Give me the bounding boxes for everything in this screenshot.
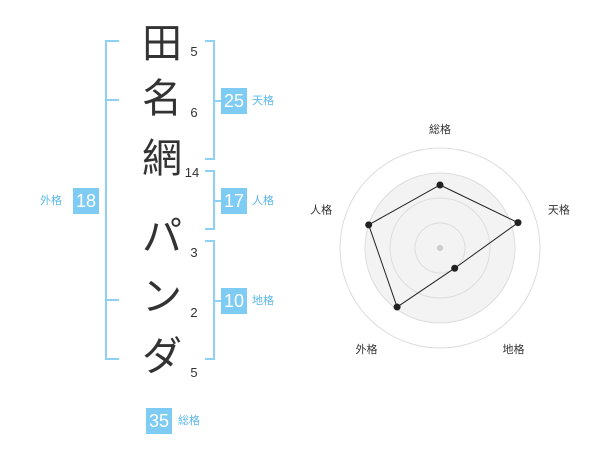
given-char-2: ン bbox=[142, 274, 182, 320]
radar-axis-label-3: 地格 bbox=[502, 342, 524, 356]
radar-center-dot bbox=[437, 245, 443, 251]
given-char-3: ダ bbox=[142, 334, 182, 380]
outer-bracket-bottom bbox=[105, 358, 119, 360]
radar-axis-label-1: 総格 bbox=[429, 122, 451, 136]
jinkaku-bracket-bottom bbox=[205, 228, 215, 230]
given-strokes-1: 3 bbox=[190, 245, 198, 260]
radar-ring bbox=[414, 222, 466, 274]
surname-strokes-2: 6 bbox=[190, 105, 198, 120]
tenkaku-badge: 25 bbox=[221, 88, 247, 114]
radar-point-4 bbox=[393, 303, 401, 311]
tenkaku-bracket-top bbox=[205, 40, 215, 42]
jinkaku-label: 人格 bbox=[252, 194, 274, 207]
gaikaku-badge: 18 bbox=[73, 188, 99, 214]
surname-char-1: 田 bbox=[142, 21, 182, 67]
outer-bracket-top bbox=[105, 40, 119, 42]
chikaku-badge: 10 bbox=[221, 288, 247, 314]
chikaku-bracket-connector bbox=[213, 300, 221, 302]
jinkaku-badge: 17 bbox=[221, 188, 247, 214]
surname-strokes-3: 14 bbox=[184, 165, 200, 180]
radar-point-2 bbox=[514, 219, 522, 227]
chikaku-label: 地格 bbox=[252, 294, 274, 307]
chikaku-bracket-top bbox=[205, 240, 215, 242]
radar-axis-label-4: 外格 bbox=[356, 342, 378, 356]
gaikaku-label: 外格 bbox=[40, 194, 62, 207]
radar-point-1 bbox=[436, 181, 444, 189]
surname-strokes-1: 5 bbox=[190, 44, 198, 59]
chikaku-bracket-bottom bbox=[205, 358, 215, 360]
radar-axis-label-5: 人格 bbox=[310, 202, 332, 216]
jinkaku-bracket-connector bbox=[213, 200, 221, 202]
outer-bracket-tick-2 bbox=[105, 299, 119, 301]
given-char-1: パ bbox=[142, 214, 182, 260]
tenkaku-bracket-connector bbox=[213, 100, 221, 102]
radar-ring bbox=[389, 197, 491, 299]
jinkaku-bracket-top bbox=[205, 170, 215, 172]
tenkaku-label: 天格 bbox=[252, 94, 274, 107]
given-strokes-2: 2 bbox=[190, 305, 198, 320]
outer-bracket-vertical bbox=[105, 40, 107, 360]
soukaku-badge: 35 bbox=[146, 408, 172, 434]
soukaku-label: 総格 bbox=[178, 414, 200, 427]
radar-series-polygon bbox=[368, 184, 519, 308]
surname-char-2: 名 bbox=[142, 76, 182, 122]
given-strokes-3: 5 bbox=[190, 365, 198, 380]
radar-axis-label-2: 天格 bbox=[548, 202, 570, 216]
surname-char-3: 網 bbox=[142, 136, 182, 182]
radar-point-5 bbox=[365, 221, 373, 229]
outer-bracket-tick-1 bbox=[105, 99, 119, 101]
radar-point-3 bbox=[451, 264, 459, 272]
tenkaku-bracket-bottom bbox=[205, 158, 215, 160]
